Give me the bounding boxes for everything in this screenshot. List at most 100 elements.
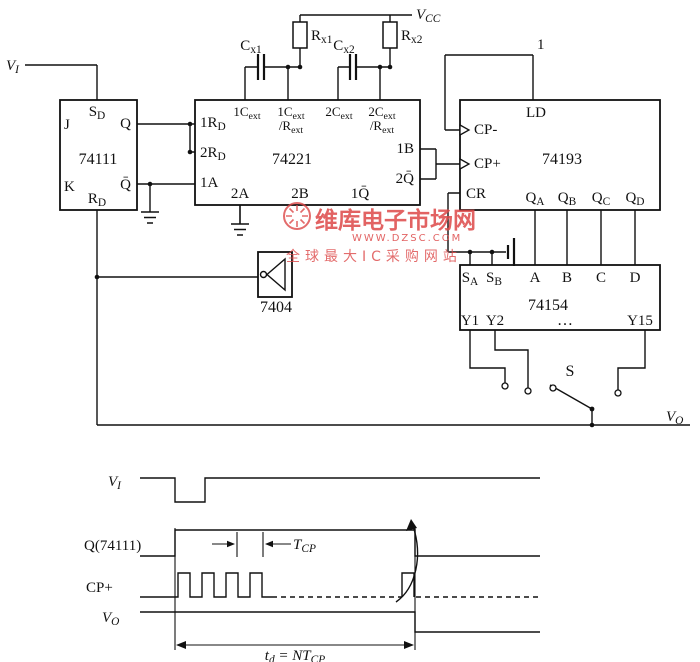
pin-rd-label: RD xyxy=(88,191,106,209)
td-arrowhead-left-icon xyxy=(176,641,186,649)
pin-1rd-label: 1RD xyxy=(200,115,226,133)
cx2-label: Cx2 xyxy=(333,38,355,56)
waveform-vo-trace xyxy=(140,611,540,633)
cx1-label: Cx1 xyxy=(240,38,262,56)
ic-74111-box xyxy=(59,99,138,211)
pin-d-label: D xyxy=(630,270,641,286)
resistor-rx2-body xyxy=(382,21,398,49)
pin-cpdown-label: CP- xyxy=(474,122,497,138)
ic-74193-box xyxy=(459,99,661,211)
waveform-vi-name: VI xyxy=(108,474,122,492)
junction-dots xyxy=(94,64,595,428)
resistor-symbols xyxy=(292,21,398,49)
td-arrowhead-right-icon xyxy=(404,641,414,649)
tcp-tick-lines xyxy=(236,532,264,557)
ic-74154-name: 74154 xyxy=(528,297,568,314)
pin-1cextrext-label-top: 1Cext xyxy=(277,104,304,122)
pin-qc-label: QC xyxy=(592,190,610,208)
ic-74154-box xyxy=(459,264,661,331)
waveform-traces xyxy=(140,477,540,633)
trigger-curved-arrow xyxy=(395,525,419,603)
power-wires xyxy=(244,14,412,100)
middle-wires xyxy=(420,54,534,180)
ic-74193-name: 74193 xyxy=(542,151,582,168)
td-annotation: td = NTCP xyxy=(265,648,325,662)
ic-7404-name: 7404 xyxy=(260,299,292,316)
watermark-flower-icon xyxy=(286,205,308,227)
switch-contacts xyxy=(501,382,622,397)
pin-2cext-label: 2Cext xyxy=(325,104,352,122)
vcc-label: VCC xyxy=(416,7,441,25)
pin-ellipsis-label: … xyxy=(557,312,573,329)
curved-arrowhead-icon xyxy=(406,519,417,531)
pin-k-label: K xyxy=(64,179,75,195)
pin-sa-label: SA xyxy=(462,270,479,288)
pin-j-label: J xyxy=(64,117,70,133)
left-wires xyxy=(25,64,258,425)
cp-down-arrow-icon xyxy=(459,123,471,137)
pin-sb-label: SB xyxy=(486,270,502,288)
measurement-guides xyxy=(174,525,419,650)
pin-2cextrext-label-bot: /Rext xyxy=(370,118,395,136)
pin-1cextrext-label-bot: /Rext xyxy=(279,118,304,136)
pin-2b-label: 2B xyxy=(291,186,309,202)
level-source-symbol xyxy=(506,238,516,266)
switch-arm xyxy=(549,384,593,410)
ic-74111-name: 74111 xyxy=(79,151,118,168)
clock-input-arrows xyxy=(459,123,471,171)
tcp-arrowhead-right-icon xyxy=(227,540,235,548)
pin-b-label: B xyxy=(562,270,572,286)
pin-sd-label: SD xyxy=(89,104,106,122)
pin-cr-label: CR xyxy=(466,186,486,202)
waveform-cp-name: CP+ xyxy=(86,580,113,596)
pin-y15-label: Y15 xyxy=(627,313,653,329)
pin-1cext-label: 1Cext xyxy=(233,104,260,122)
waveform-vi-trace xyxy=(140,477,540,503)
watermark-logo xyxy=(283,202,311,230)
pin-2a-label: 2A xyxy=(231,186,250,202)
watermark-url-text: WWW.DZSC.COM xyxy=(352,233,462,244)
pin-q-label: Q xyxy=(120,116,131,132)
counter-decoder-wires xyxy=(447,192,636,265)
ic-boxes xyxy=(59,99,661,331)
vi-label: VI xyxy=(6,58,20,76)
ic-74221-name: 74221 xyxy=(272,151,312,168)
pin-2rd-label: 2RD xyxy=(200,145,226,163)
td-guide-lines xyxy=(174,528,416,650)
watermark-brand-text: 维库电子市场网 xyxy=(315,207,476,234)
waveform-vo-name: VO xyxy=(102,610,119,628)
ic-7404-box xyxy=(257,251,293,298)
resistor-rx1-body xyxy=(292,21,308,49)
pin-y2-label: Y2 xyxy=(486,313,504,329)
pin-qb-label: QB xyxy=(558,190,577,208)
capacitor-plates xyxy=(256,54,358,80)
pin-1a-label: 1A xyxy=(200,175,219,191)
inverter-symbol xyxy=(259,257,286,292)
watermark-logo-circle-icon xyxy=(283,202,311,230)
pin-qbar-label: Q̄ xyxy=(120,177,131,193)
pin-1b-label: 1B xyxy=(396,141,414,157)
pin-cpup-label: CP+ xyxy=(474,156,501,172)
pin-qd-label: QD xyxy=(625,190,644,208)
logic-one-label: 1 xyxy=(537,37,545,53)
pin-ld-label: LD xyxy=(526,105,546,121)
waveform-cp-pulses xyxy=(140,572,415,598)
watermark-slogan-text: 全球最大IC采购网站 xyxy=(286,248,462,265)
pin-a-label: A xyxy=(530,270,541,286)
pin-qa-label: QA xyxy=(525,190,545,208)
rx1-label: Rx1 xyxy=(311,28,333,46)
ground-symbol-2 xyxy=(231,205,249,236)
tcp-arrowhead-left-icon xyxy=(265,540,273,548)
arrowheads xyxy=(176,519,417,649)
pin-1qbar-label: 1Q̄ xyxy=(351,186,370,202)
ground-symbol-1 xyxy=(141,211,159,224)
waveform-q-trace xyxy=(140,529,540,557)
cp-up-arrow-icon xyxy=(459,157,471,171)
vo-label: VO xyxy=(666,409,683,427)
pin-c-label: C xyxy=(596,270,606,286)
pin-2cextrext-label-top: 2Cext xyxy=(368,104,395,122)
pin-2qbar-label: 2Q̄ xyxy=(396,171,415,187)
inverter-triangle-icon xyxy=(265,257,286,292)
